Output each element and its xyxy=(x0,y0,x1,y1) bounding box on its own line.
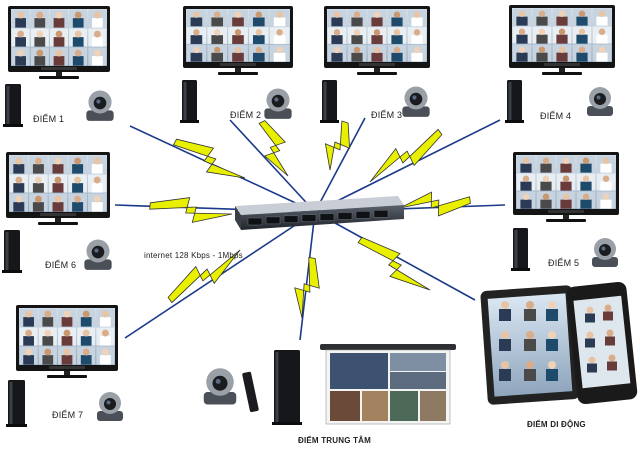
pc-tower-icon xyxy=(511,228,530,271)
link-line xyxy=(314,117,366,213)
site-1-label: ĐIỂM 1 xyxy=(33,114,65,124)
tv-monitor-icon xyxy=(183,6,293,75)
site-4-label: ĐIỂM 4 xyxy=(540,111,572,121)
lightning-link-icon xyxy=(369,128,443,183)
mcu-server-icon xyxy=(235,196,404,230)
lightning-link-icon xyxy=(294,257,320,319)
smartphone-icon xyxy=(566,281,638,405)
ptz-camera-icon xyxy=(264,88,292,119)
tv-monitor-icon xyxy=(16,305,118,378)
site-7-label: ĐIỂM 7 xyxy=(52,410,84,420)
site-5-label: ĐIỂM 5 xyxy=(548,258,580,268)
pc-tower-icon xyxy=(6,380,27,427)
bandwidth-label: internet 128 Kbps - 1Mbps xyxy=(144,251,243,260)
site-6-label: ĐIỂM 6 xyxy=(45,260,77,270)
lightning-link-icon xyxy=(172,138,246,179)
lightning-link-icon xyxy=(324,120,351,171)
ptz-camera-icon xyxy=(587,87,613,116)
lightning-link-icon xyxy=(258,120,289,177)
ptz-camera-icon xyxy=(402,86,430,117)
link-line xyxy=(314,119,501,213)
ptz-camera-icon xyxy=(592,238,618,267)
lightning-link-icon xyxy=(399,191,471,217)
ptz-camera-icon xyxy=(84,239,112,270)
center-site-label: ĐIỂM TRUNG TÂM xyxy=(298,436,372,445)
tv-monitor-icon xyxy=(8,6,110,79)
ptz-camera-icon xyxy=(203,368,237,405)
mobile-site-label: ĐIỂM DI ĐỘNG xyxy=(527,420,586,429)
link-line xyxy=(299,211,316,341)
tv-monitor-icon xyxy=(513,152,619,222)
pc-tower-icon xyxy=(272,350,302,425)
tablet-icon xyxy=(480,285,580,405)
pc-tower-icon xyxy=(505,80,524,123)
link-line xyxy=(229,119,316,213)
ptz-camera-icon xyxy=(97,392,123,421)
pc-tower-icon xyxy=(320,80,339,123)
pc-tower-icon xyxy=(180,80,199,123)
tv-monitor-icon xyxy=(324,6,430,75)
lightning-link-icon xyxy=(149,197,233,223)
pc-tower-icon xyxy=(3,84,23,127)
ptz-camera-icon xyxy=(86,90,114,121)
tv-monitor-icon xyxy=(6,152,110,225)
lightning-link-icon xyxy=(167,249,241,304)
pc-tower-icon xyxy=(2,230,22,273)
tv-monitor-icon xyxy=(509,5,615,75)
projector-screen-icon xyxy=(320,344,456,425)
site-3-label: ĐIỂM 3 xyxy=(371,110,403,120)
lightning-link-icon xyxy=(357,236,431,291)
site-2-label: ĐIỂM 2 xyxy=(230,110,262,120)
remote-control-icon xyxy=(242,371,259,413)
